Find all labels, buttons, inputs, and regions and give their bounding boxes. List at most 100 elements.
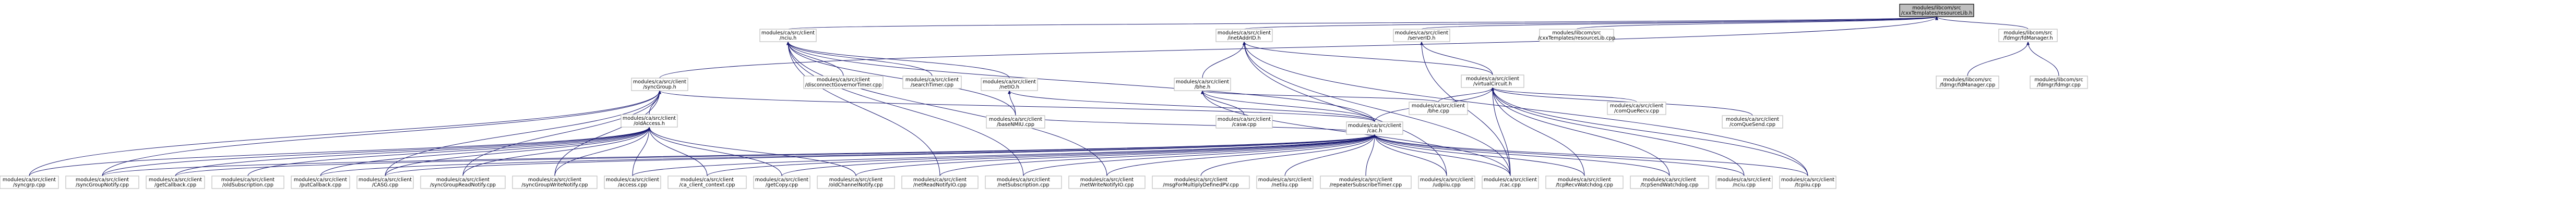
graph-node-b-syncGroupWriteNotify[interactable]: modules/ca/src/client/syncGroupWriteNoti… [512, 176, 598, 189]
edge-cac_baseNMIU-to-cac_cac [1015, 115, 1376, 135]
node-label-line: modules/libcom/src [1552, 30, 1601, 36]
graph-node-b-oldChannelNotify[interactable]: modules/ca/src/client/oldChannelNotify.c… [817, 176, 895, 189]
graph-node-b-netWriteNotifyIO[interactable]: modules/ca/src/client/netWriteNotifyIO.c… [1068, 176, 1146, 189]
edge-b_repeaterSubscribeTimer-to-cac_cac [1365, 134, 1376, 177]
graph-node-cac-comQueSend[interactable]: modules/ca/src/client/comQueSend.cpp [1722, 115, 1783, 129]
edge-cac_cac-to-cac_msg [786, 41, 1375, 122]
edge-b_access-to-cac_cac [632, 134, 1376, 177]
graph-node-b-syncGroupReadNotify[interactable]: modules/ca/src/client/syncGroupReadNotif… [420, 176, 506, 189]
node-box [146, 176, 205, 189]
graph-node-b-ca-client-context[interactable]: modules/ca/src/client/ca_client_context.… [667, 176, 747, 189]
node-label-line: modules/ca/src/client [359, 177, 412, 183]
graph-node-cac-cac[interactable]: modules/ca/src/client/cac.h [1346, 121, 1403, 135]
edge-b_getCallback-to-cac_cac [175, 134, 1376, 177]
edge-cac_serverid-to-root [1421, 16, 1938, 30]
graph-node-b-getCopy[interactable]: modules/ca/src/client/getCopy.cpp [753, 176, 810, 189]
node-label-line: /bhe.h [1195, 84, 1210, 90]
edge-b_syncGroupNotify-to-cac_syncgroup [102, 90, 661, 177]
graph-node-libcom-resourcelib[interactable]: modules/libcom/src/cxxTemplates/resource… [1538, 29, 1615, 42]
node-label-line: /access.cpp [618, 182, 647, 188]
graph-node-b-cac[interactable]: modules/ca/src/client/cac.cpp [1482, 176, 1539, 189]
graph-node-cac-comQueRecv[interactable]: modules/ca/src/client/comQueRecv.cpp [1607, 102, 1666, 115]
graph-node-cac-disconnectgovernortimer[interactable]: modules/ca/src/client/disconnectGovernor… [803, 76, 884, 89]
graph-node-cac-searchtimer[interactable]: modules/ca/src/client/searchTimer.cpp [902, 76, 962, 89]
edge-b_udpiiu-to-cac_cac [1373, 134, 1447, 177]
node-box [1068, 176, 1146, 189]
edge-b_tcpSendWatchdog-to-cac_virtualcircuit [1491, 87, 1670, 177]
node-label-line: /syncGroup.h [643, 84, 676, 90]
graph-node-cac-bhe-cpp[interactable]: modules/ca/src/client/bhe.cpp [1409, 102, 1468, 115]
graph-node-cac-msg[interactable]: modules/ca/src/client/nciu.h [759, 29, 817, 42]
graph-node-b-netiiu[interactable]: modules/ca/src/client/netiiu.cpp [1256, 176, 1314, 189]
graph-node-libcom-fdmanager[interactable]: modules/libcom/src/fdmgr/fdManager.h [1998, 29, 2058, 42]
graph-node-b-netSubscription[interactable]: modules/ca/src/client/netSubscription.cp… [985, 176, 1062, 189]
node-box [1215, 29, 1273, 42]
graph-node-cac-serverid[interactable]: modules/ca/src/client/serverID.h [1393, 29, 1450, 42]
graph-node-b-tcpSendWatchdog[interactable]: modules/ca/src/client/tcpSendWatchdog.cp… [1630, 176, 1709, 189]
graph-node-cac-netio[interactable]: modules/ca/src/client/netIO.h [981, 78, 1038, 91]
node-box [1418, 176, 1475, 189]
graph-node-b-access[interactable]: modules/ca/src/client/access.cpp [604, 176, 661, 189]
graph-node-b-netReadNotifyIO[interactable]: modules/ca/src/client/netReadNotifyIO.cp… [901, 176, 979, 189]
graph-node-b-tcpiiu[interactable]: modules/ca/src/client/tcpiiu.cpp [1779, 176, 1836, 189]
edge-b_putCallback-to-cac_oldaccess [320, 127, 651, 177]
edge-libcom_fdmanager_cpp-to-libcom_fdmanager [1967, 41, 2030, 77]
graph-node-cac-inetaddrid[interactable]: modules/ca/src/client/inetAddrID.h [1215, 29, 1273, 42]
edge-b_netiiu-to-cac_cac [1284, 134, 1376, 177]
node-label-line: /CASG.cpp [372, 182, 399, 188]
node-label-line: modules/ca/src/client [1080, 177, 1134, 183]
node-label-line: /tcpSendWatchdog.cpp [1641, 182, 1699, 188]
graph-node-b-syncGroupNotify[interactable]: modules/ca/src/client/syncGroupNotify.cp… [65, 176, 139, 189]
node-box [291, 176, 350, 189]
graph-node-b-oldSubscription[interactable]: modules/ca/src/client/oldSubscription.cp… [211, 176, 284, 189]
node-label-line: modules/ca/src/client [1718, 177, 1771, 183]
edge-b_access-to-cac_oldaccess [632, 127, 651, 177]
graph-node-b-tcpRecvWatchdog[interactable]: modules/ca/src/client/tcpRecvWatchdog.cp… [1545, 176, 1624, 189]
graph-node-b-udpiiu[interactable]: modules/ca/src/client/udpiiu.cpp [1418, 176, 1475, 189]
node-label-line: /searchTimer.cpp [911, 82, 953, 88]
graph-node-cac-bhe[interactable]: modules/ca/src/client/bhe.h [1174, 78, 1231, 91]
edge-b_tcpiiu-to-cac_cac [1373, 134, 1808, 177]
graph-node-libcom-fdmgr-cpp[interactable]: modules/libcom/src/fdmgr/fdmgr.cpp [2030, 76, 2088, 89]
node-label-line: modules/libcom/src [1912, 5, 1961, 11]
graph-node-b-repeaterSubscribeTimer[interactable]: modules/ca/src/client/repeaterSubscribeT… [1320, 176, 1412, 189]
edge-cac_cac-to-cac_syncgroup [658, 90, 1375, 122]
graph-node-b-CASG[interactable]: modules/ca/src/client/CASG.cpp [356, 176, 414, 189]
graph-node-libcom-fdmanager-cpp[interactable]: modules/libcom/src/fdmgr/fdManager.cpp [1936, 76, 1999, 89]
node-label-line: modules/ca/src/client [913, 177, 967, 183]
graph-node-cac-caeventmask[interactable]: modules/ca/src/client/casw.cpp [1215, 115, 1273, 129]
node-label-line: modules/ca/src/client [1420, 177, 1473, 183]
node-label-line: modules/ca/src/client [1176, 79, 1229, 85]
node-box [803, 76, 884, 89]
graph-node-b-nciu[interactable]: modules/ca/src/client/nciu.cpp [1715, 176, 1773, 189]
edge-b_ca_client_context-to-cac_oldaccess [648, 127, 708, 177]
edge-b_nciu-to-cac_virtualcircuit [1491, 87, 1745, 177]
edge-cac_msg-to-root [788, 16, 1938, 30]
node-box [621, 114, 678, 128]
node-label-line: modules/ca/src/client [436, 177, 490, 183]
graph-node-cac-syncgroup[interactable]: modules/ca/src/client/syncGroup.h [631, 78, 688, 91]
graph-node-cac-virtualcircuit[interactable]: modules/ca/src/client/virtualCircuit.h [1461, 74, 1524, 88]
node-box [1779, 176, 1836, 189]
graph-node-b-msgForMultiplyDefinedPV[interactable]: modules/ca/src/client/msgForMultiplyDefi… [1152, 176, 1250, 189]
edge-b_getCopy-to-cac_cac [781, 134, 1376, 177]
nodes-layer: modules/libcom/src/cxxTemplates/resource… [0, 4, 2088, 189]
edge-b_cac-to-cac_virtualcircuit [1491, 87, 1511, 177]
edge-b_netSubscription-to-cac_cac [1023, 134, 1376, 177]
node-label-line: /repeaterSubscribeTimer.cpp [1330, 182, 1402, 188]
graph-node-b-putCallback[interactable]: modules/ca/src/client/putCallback.cpp [291, 176, 350, 189]
edge-b_CASG-to-cac_cac [385, 134, 1376, 177]
graph-node-cac-baseNMIU[interactable]: modules/ca/src/client/baseNMIU.cpp [986, 115, 1045, 129]
node-label-line: modules/ca/src/client [1726, 117, 1779, 122]
node-label-line: modules/ca/src/client [1395, 30, 1448, 36]
edge-b_putCallback-to-cac_cac [320, 134, 1376, 177]
node-label-line: /tcpRecvWatchdog.cpp [1556, 182, 1613, 188]
edge-cac_cac-to-cac_bhe [1201, 90, 1375, 122]
edge-cac_comQueSend-to-cac_virtualcircuit [1491, 87, 1753, 116]
node-label-line: /casw.cpp [1232, 122, 1257, 128]
edge-b_cac-to-cac_cac [1373, 134, 1511, 177]
graph-node-b-getCallback[interactable]: modules/ca/src/client/getCallback.cpp [146, 176, 205, 189]
graph-node-cac-oldaccess[interactable]: modules/ca/src/client/oldAccess.h [621, 114, 678, 128]
graph-node-b-syncgrp[interactable]: modules/ca/src/client/syncgrp.cpp [0, 176, 59, 189]
node-box [985, 176, 1062, 189]
